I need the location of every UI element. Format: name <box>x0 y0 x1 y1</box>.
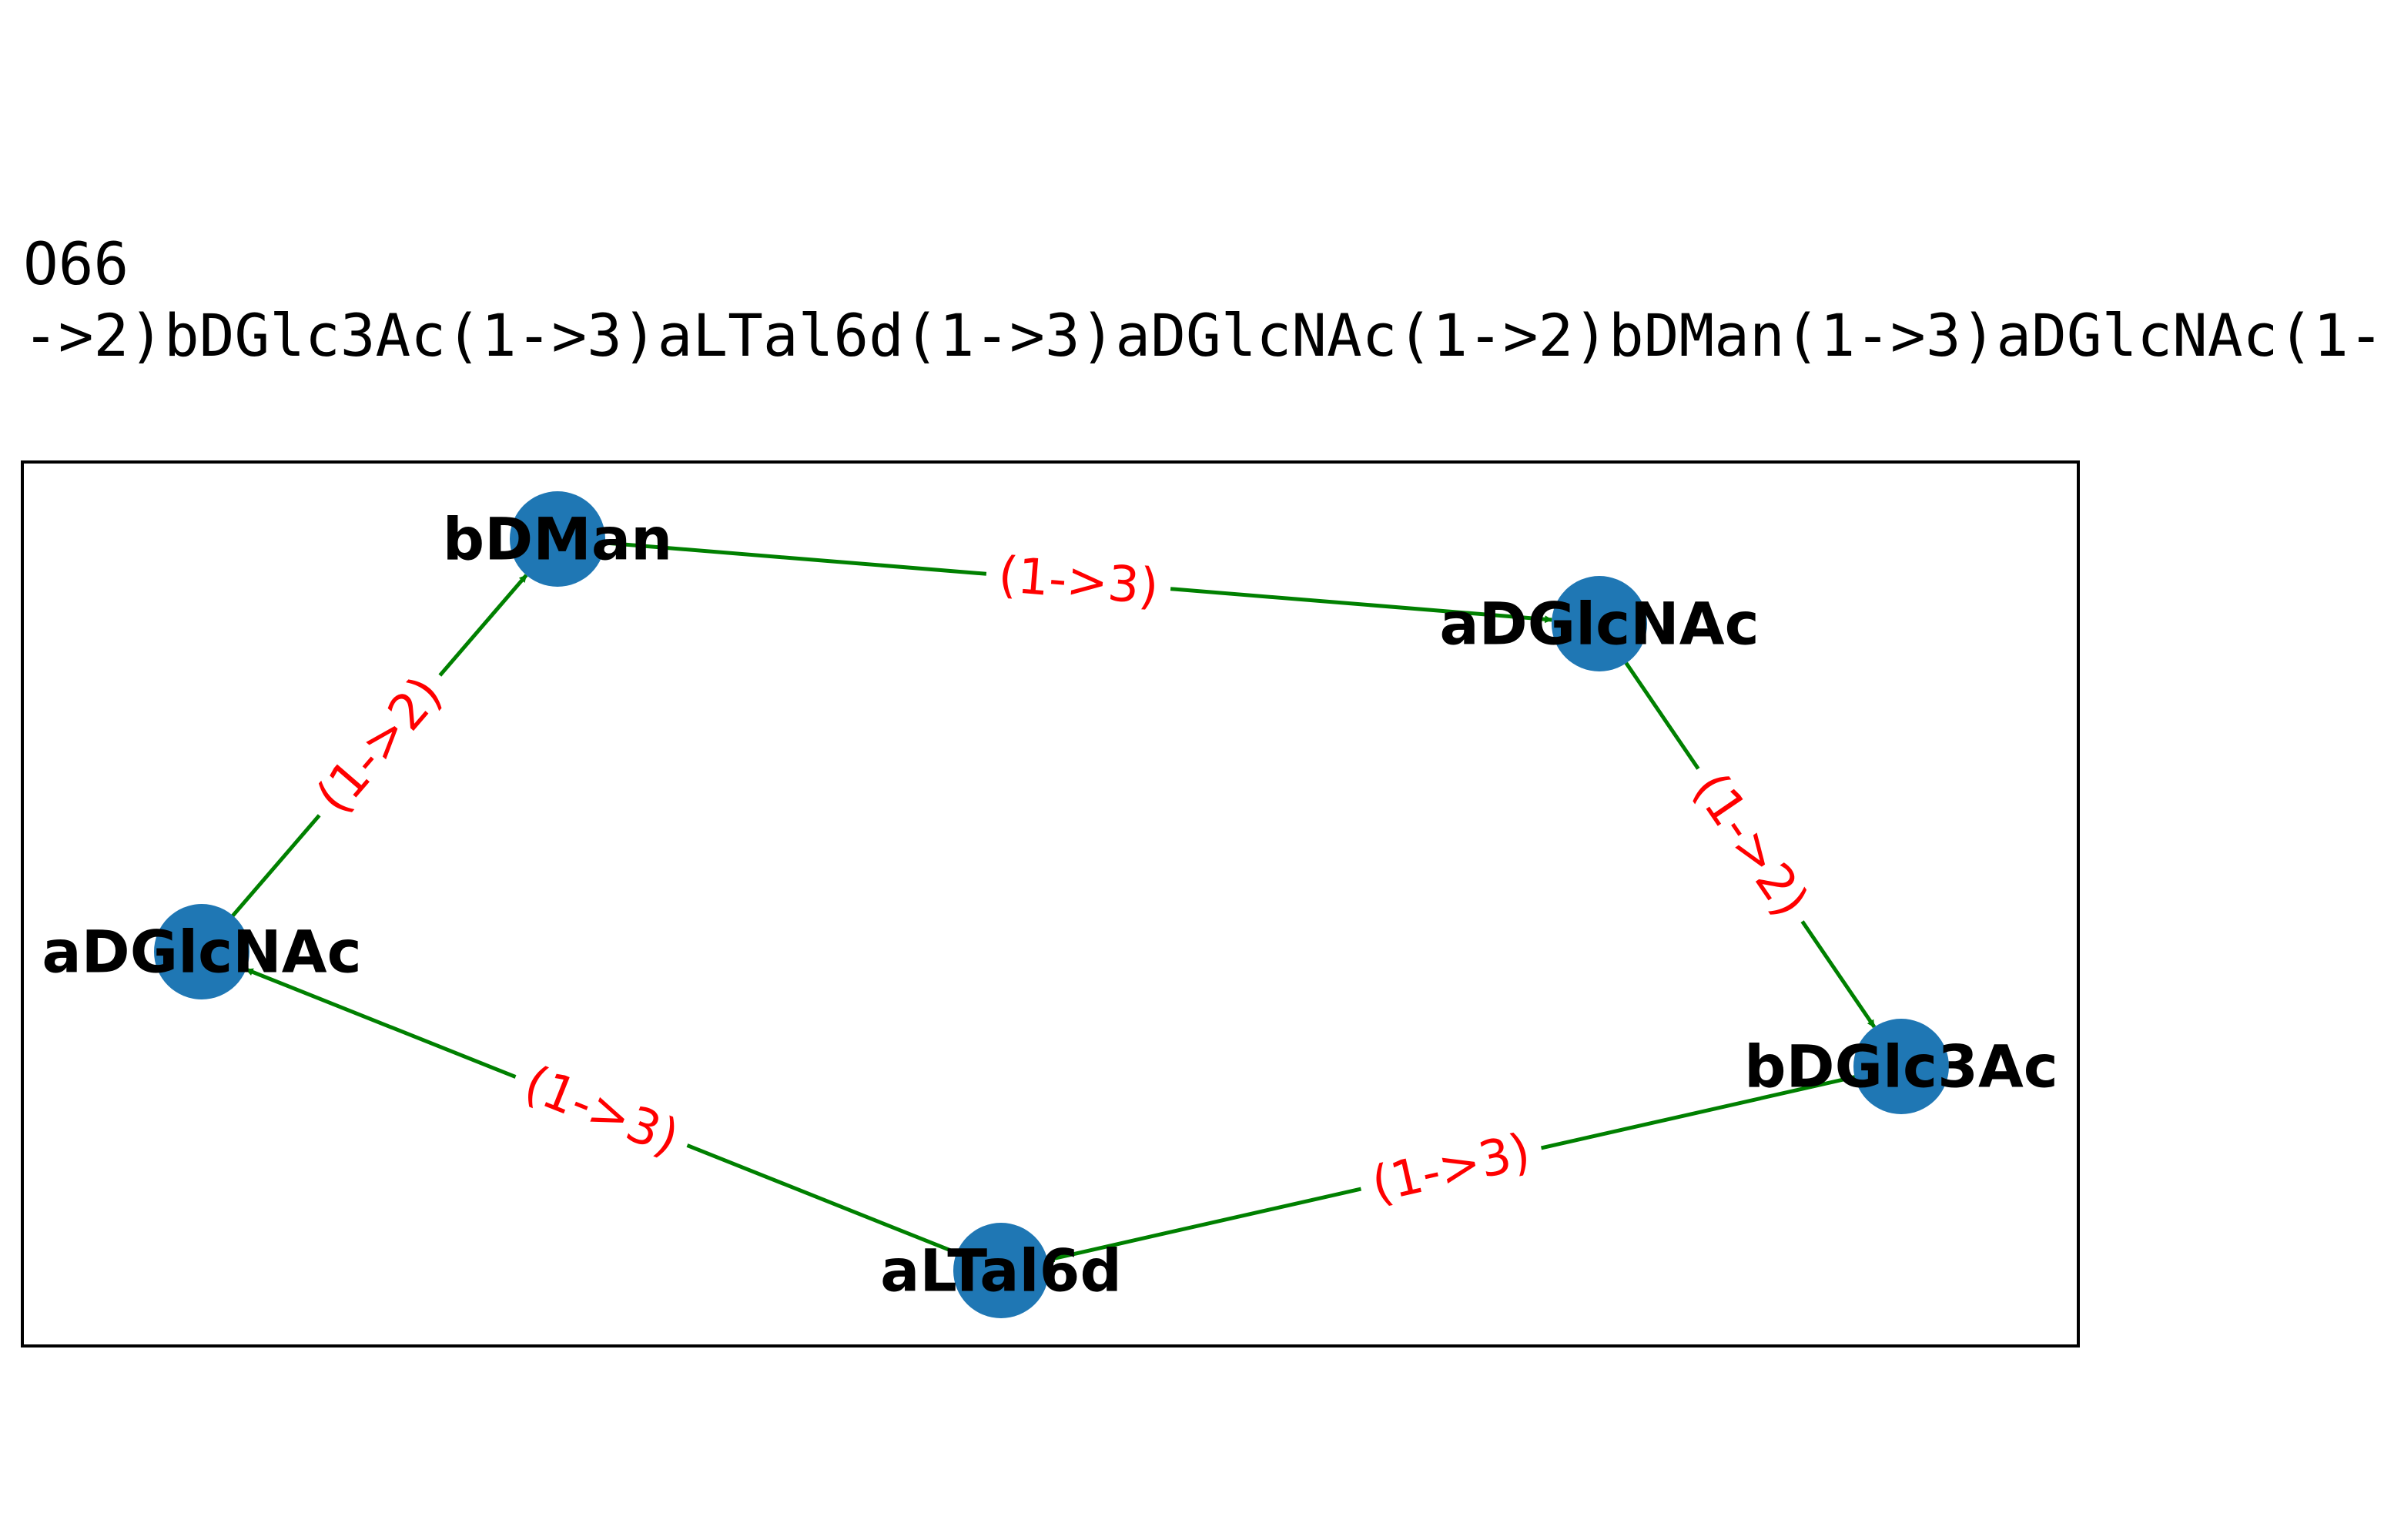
node-label-2: aDGlcNAc <box>1439 590 1759 658</box>
edge-label-bg <box>983 538 1174 624</box>
edge-label-bg <box>292 652 467 839</box>
edge-label: (1->2) <box>306 666 454 825</box>
node-label-4: aLTal6d <box>880 1237 1122 1305</box>
edge-label-bg <box>1669 748 1832 942</box>
diagram-title-line1: O66 <box>23 229 129 298</box>
plot-frame <box>21 460 2080 1348</box>
diagram-title-line2: ->2)bDGlc3Ac(1->3)aLTal6d(1->3)aDGlcNAc(… <box>23 301 2384 370</box>
node-circle-2 <box>1552 576 1647 671</box>
glycan-graph: (1->3) (1->2) (1->3) (1->3) (1->2) bDMan aDGlc… <box>21 460 2080 1348</box>
node-circle-3 <box>1853 1019 1949 1114</box>
edge-label-group-4: (1->3) <box>502 1043 701 1179</box>
edge-label-group-5: (1->2) <box>292 652 467 839</box>
edge-label-group-3: (1->3) <box>1353 1113 1549 1224</box>
edge-label: (1->3) <box>996 547 1160 617</box>
edge-label-bg <box>502 1043 701 1179</box>
node-label-3: bDGlc3Ac <box>1744 1033 2058 1101</box>
edge-label-group-2: (1->2) <box>1669 748 1832 942</box>
node-label-5: aDGlcNAc <box>42 918 361 986</box>
edge-label-group-1: (1->3) <box>983 538 1174 624</box>
edge-label: (1->3) <box>517 1055 687 1167</box>
node-label-1: bDMan <box>443 505 673 574</box>
node-circle-4 <box>953 1223 1049 1318</box>
node-circle-5 <box>154 904 249 999</box>
node-circle-1 <box>510 491 605 587</box>
edge-label-bg <box>1353 1113 1549 1224</box>
